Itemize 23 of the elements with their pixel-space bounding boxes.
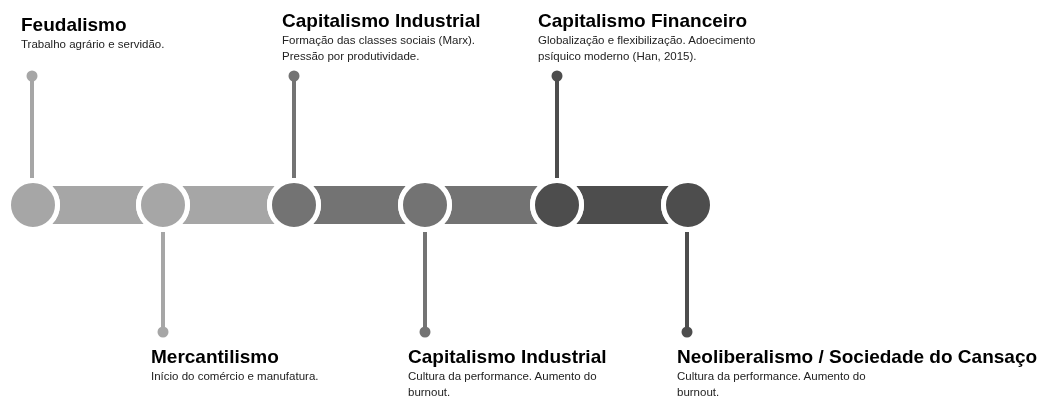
era-description: Formação das classes sociais (Marx). Pressão por produtividade. — [282, 33, 476, 64]
era-title: Capitalismo Industrial — [408, 346, 608, 368]
era-title: Capitalismo Financeiro — [538, 10, 749, 32]
timeline-band — [52, 186, 144, 224]
era-description: Trabalho agrário e servidão. — [21, 37, 166, 52]
timeline-band — [182, 186, 275, 224]
era-description: Cultura da performance. Aumento do burnout. — [408, 369, 598, 400]
timeline-band — [576, 186, 669, 224]
era-title: Neoliberalismo / Sociedade do Cansaço — [677, 346, 1039, 368]
timeline-band — [313, 186, 406, 224]
era-description: Cultura da performance. Aumento do burnout. — [677, 369, 867, 400]
era-description: Início do comércio e manufatura. — [151, 369, 320, 384]
leader-line — [26, 70, 38, 178]
leader-line — [551, 70, 563, 178]
era-title: Mercantilismo — [151, 346, 280, 368]
leader-line — [419, 232, 431, 338]
era-description: Globalização e flexibilização. Adoecimento psíquico moderno (Han, 2015). — [538, 33, 757, 64]
timeline-band — [444, 186, 538, 224]
era-title: Feudalismo — [21, 14, 128, 36]
leader-line — [157, 232, 169, 338]
leader-line — [681, 232, 693, 338]
leader-line — [288, 70, 300, 178]
era-title: Capitalismo Industrial — [282, 10, 482, 32]
